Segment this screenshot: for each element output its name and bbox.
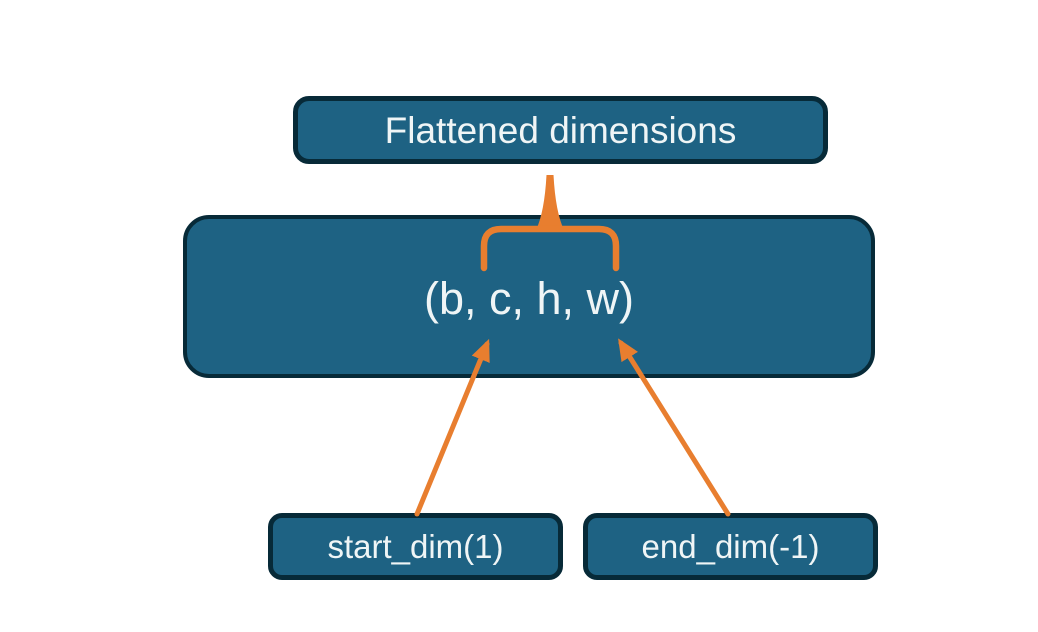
end-dim-label: end_dim(-1) xyxy=(641,528,820,565)
tensor-shape-label: (b, c, h, w) xyxy=(423,273,635,324)
flattened-dimensions-box: Flattened dimensions xyxy=(293,96,828,164)
start-dim-label: start_dim(1) xyxy=(327,528,504,565)
start-dim-box: start_dim(1) xyxy=(268,513,563,580)
end-dim-box: end_dim(-1) xyxy=(583,513,878,580)
tensor-shape-box: (b, c, h, w) xyxy=(183,215,875,378)
flattened-dimensions-label: Flattened dimensions xyxy=(384,109,737,151)
